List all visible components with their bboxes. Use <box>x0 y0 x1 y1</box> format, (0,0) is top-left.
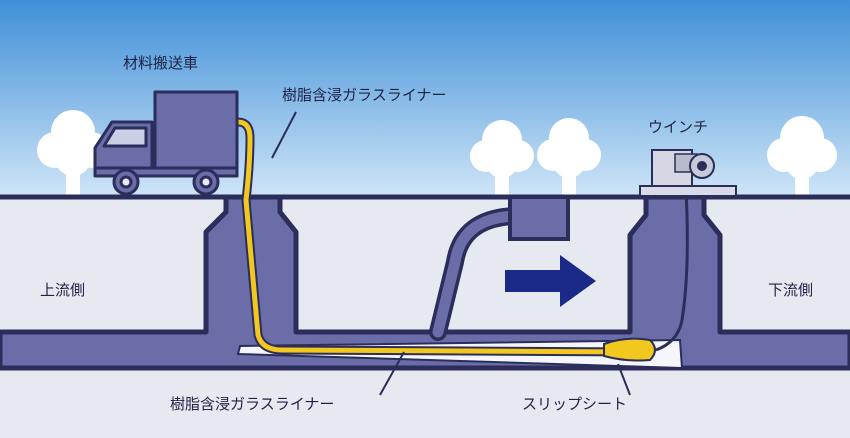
truck-label: 材料搬送車 <box>123 54 199 72</box>
leader-line-liner-bottom <box>379 351 405 396</box>
tree-icon <box>767 116 837 196</box>
resin-unit <box>508 195 570 241</box>
tree-icon <box>537 118 601 196</box>
arrow-right-icon <box>505 255 596 307</box>
winch-cable <box>655 189 689 352</box>
liner-front <box>603 337 656 362</box>
upstream-label: 上流側 <box>40 281 86 299</box>
liner-top-label: 樹脂含浸ガラスライナー <box>282 86 447 104</box>
sewer-pipe <box>0 194 850 371</box>
leader-line-liner-top <box>271 111 297 159</box>
tree-icon <box>470 120 534 196</box>
winch-icon <box>639 149 737 197</box>
downstream-label: 下流側 <box>768 281 814 299</box>
leader-line-slip-sheet <box>617 363 631 396</box>
liner-bottom-label: 樹脂含浸ガラスライナー <box>170 395 335 413</box>
slip-sheet-label: スリップシート <box>522 395 628 413</box>
winch-label: ウインチ <box>648 118 709 136</box>
truck-icon <box>93 90 239 196</box>
